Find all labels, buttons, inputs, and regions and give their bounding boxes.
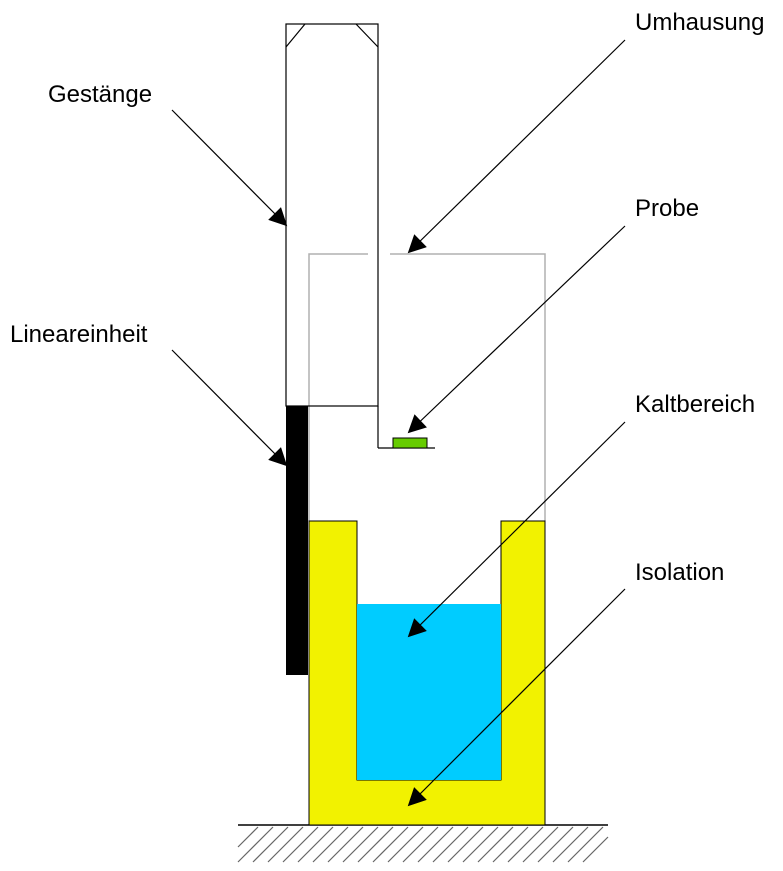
label-isolation: Isolation	[635, 559, 724, 586]
hatch-line	[267, 826, 304, 863]
leader-gestaenge	[171, 109, 288, 227]
leader-probe	[407, 225, 626, 434]
hatch-line	[447, 826, 484, 863]
leader-lineareinheit	[171, 349, 288, 467]
leader-isolation	[407, 588, 626, 807]
hatch-line	[417, 826, 454, 863]
hatch-line	[402, 826, 439, 863]
hatch-line	[582, 836, 609, 863]
label-kaltbereich: Kaltbereich	[635, 391, 755, 418]
ground	[237, 824, 609, 863]
hatch-line	[462, 826, 499, 863]
hatch-line	[567, 826, 604, 863]
hatch-line	[477, 826, 514, 863]
hatch-line	[342, 826, 379, 863]
sample	[392, 437, 428, 449]
leader-kaltbereich	[407, 421, 626, 638]
leader-umhausung	[407, 39, 626, 254]
housing-outline	[308, 253, 546, 521]
leader-lines	[171, 39, 626, 807]
linear-unit	[286, 406, 308, 675]
label-umhausung: Umhausung	[635, 9, 764, 36]
hatch-line	[537, 826, 574, 863]
hatch-line	[312, 826, 349, 863]
hatch-line	[357, 826, 394, 863]
label-gestaenge: Gestänge	[48, 81, 152, 108]
hatch-line	[237, 826, 274, 863]
hatch-line	[522, 826, 559, 863]
hatch-line	[372, 826, 409, 863]
hatch-line	[552, 826, 589, 863]
label-probe: Probe	[635, 195, 699, 222]
hatch-line	[282, 826, 319, 863]
hatch-line	[387, 826, 424, 863]
cold-region	[357, 604, 501, 780]
hatch-line	[297, 826, 334, 863]
hatch-line	[237, 826, 259, 848]
hatch-line	[327, 826, 364, 863]
hatch-line	[507, 826, 544, 863]
label-lineareinheit: Lineareinheit	[10, 321, 148, 348]
hatch-line	[432, 826, 469, 863]
hatch-line	[492, 826, 529, 863]
hatch-line	[252, 826, 289, 863]
ground-hatching	[237, 826, 609, 863]
